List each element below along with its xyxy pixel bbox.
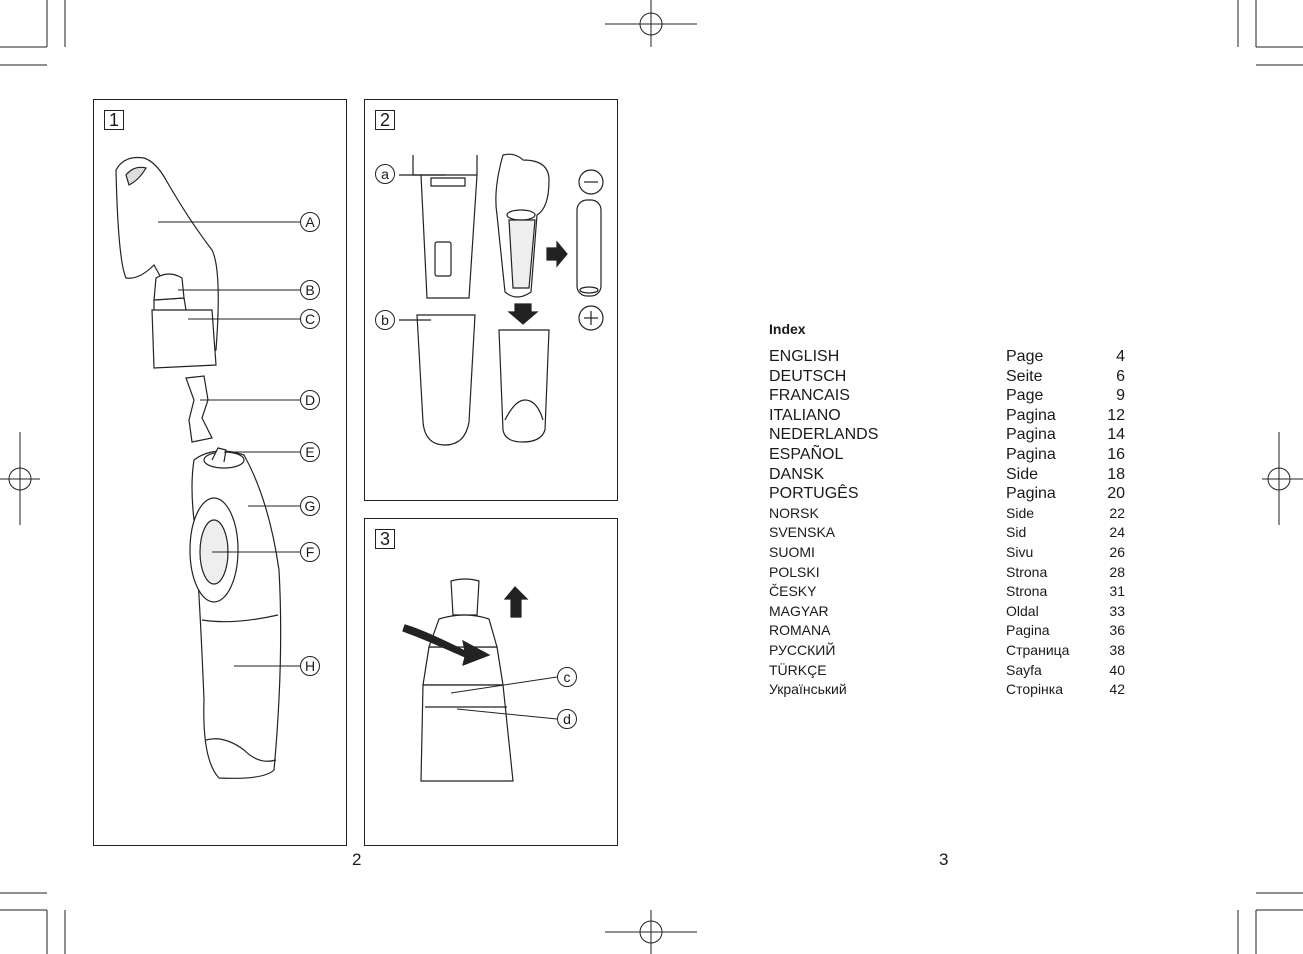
index-row: ROMANA Pagina 36 bbox=[769, 622, 1125, 642]
trimmer-exploded-drawing bbox=[115, 156, 300, 779]
language-name: ENGLISH bbox=[769, 348, 840, 365]
page-number: 9 bbox=[1116, 387, 1125, 405]
page-number: 36 bbox=[1109, 622, 1125, 639]
index-row: Український Сторінка 42 bbox=[769, 681, 1125, 701]
figure-2-panel: 2 a b bbox=[364, 99, 618, 501]
index-row: SUOMI Sivu 26 bbox=[769, 544, 1125, 564]
index-row: DANSK Side 18 bbox=[769, 466, 1125, 486]
page-number: 20 bbox=[1107, 485, 1125, 503]
page-word: Sivu bbox=[1006, 543, 1034, 560]
index-row: РУССКИЙ Страница 38 bbox=[769, 642, 1125, 662]
page-number: 22 bbox=[1109, 504, 1125, 521]
page-word: Strona bbox=[1006, 583, 1048, 600]
page-number-left: 2 bbox=[352, 850, 362, 869]
figure-1-number: 1 bbox=[104, 110, 124, 130]
language-name: FRANCAIS bbox=[769, 387, 850, 405]
page-number: 18 bbox=[1107, 465, 1125, 483]
page-word: Page bbox=[1006, 387, 1044, 405]
language-name: PORTUGÊS bbox=[769, 485, 859, 503]
index-row: DEUTSCH Seite 6 bbox=[769, 368, 1125, 388]
callout-a-housing: a bbox=[375, 164, 395, 184]
index-row: FRANCAIS Page 9 bbox=[769, 387, 1125, 407]
page-number: 12 bbox=[1107, 406, 1125, 424]
index-row: ČESKY Strona 31 bbox=[769, 583, 1125, 603]
language-name: POLSKI bbox=[769, 563, 820, 580]
callout-b-marker: b bbox=[375, 310, 395, 330]
figure-1-panel: 1 A B C D E G F H bbox=[93, 99, 347, 846]
callout-h-body: H bbox=[300, 656, 320, 676]
language-name: SVENSKA bbox=[769, 524, 836, 541]
index-row: NORSK Side 22 bbox=[769, 505, 1125, 525]
language-name: ESPAÑOL bbox=[769, 445, 844, 463]
page-number: 40 bbox=[1109, 661, 1125, 678]
index-row: POLSKI Strona 28 bbox=[769, 564, 1125, 584]
callout-f-switch: F bbox=[300, 542, 320, 562]
index-row: ESPAÑOL Pagina 16 bbox=[769, 446, 1125, 466]
language-name: DEUTSCH bbox=[769, 367, 847, 385]
page-word: Strona bbox=[1006, 563, 1048, 580]
index-row: NEDERLANDS Pagina 14 bbox=[769, 426, 1125, 446]
page-word: Page bbox=[1006, 348, 1044, 365]
index-row: ITALIANO Pagina 12 bbox=[769, 407, 1125, 427]
page-number: 16 bbox=[1107, 445, 1125, 463]
page-word: Sid bbox=[1006, 524, 1027, 541]
page-number: 38 bbox=[1109, 641, 1125, 658]
page-number: 4 bbox=[1116, 348, 1125, 365]
language-name: ČESKY bbox=[769, 583, 817, 600]
page-number: 26 bbox=[1109, 543, 1125, 560]
callout-d-blade: D bbox=[300, 390, 320, 410]
language-name: NEDERLANDS bbox=[769, 426, 879, 444]
callout-e-shaft: E bbox=[300, 442, 320, 462]
page-word: Sayfa bbox=[1006, 661, 1042, 678]
language-name: TÜRKÇE bbox=[769, 661, 827, 678]
callout-d-dot: d bbox=[557, 709, 577, 729]
index-row: SVENSKA Sid 24 bbox=[769, 524, 1125, 544]
page-number: 24 bbox=[1109, 524, 1125, 541]
index-title: Index bbox=[769, 321, 806, 337]
page-word: Oldal bbox=[1006, 602, 1039, 619]
page-number: 33 bbox=[1109, 602, 1125, 619]
callout-c-head: C bbox=[300, 309, 320, 329]
index-row: PORTUGÊS Pagina 20 bbox=[769, 485, 1125, 505]
page-word: Pagina bbox=[1006, 426, 1056, 444]
language-name: ROMANA bbox=[769, 622, 831, 639]
page-word: Страница bbox=[1006, 641, 1070, 658]
language-name: РУССКИЙ bbox=[769, 641, 836, 658]
head-removal-drawing bbox=[402, 578, 558, 782]
index-row: TÜRKÇE Sayfa 40 bbox=[769, 662, 1125, 682]
page-word: Сторінка bbox=[1006, 681, 1063, 698]
page-word: Side bbox=[1006, 504, 1035, 521]
page-word: Pagina bbox=[1006, 445, 1056, 463]
language-name: NORSK bbox=[769, 504, 819, 521]
page-number: 6 bbox=[1116, 367, 1125, 385]
page-word: Side bbox=[1006, 465, 1039, 483]
figure-2-number: 2 bbox=[375, 110, 395, 130]
page-word: Pagina bbox=[1006, 622, 1050, 639]
battery-insert-drawing bbox=[399, 153, 604, 446]
page-number: 14 bbox=[1107, 426, 1125, 444]
figure-3-number: 3 bbox=[375, 529, 395, 549]
language-name: MAGYAR bbox=[769, 602, 829, 619]
figure-3-panel: 3 c d bbox=[364, 518, 618, 846]
callout-g-grip: G bbox=[300, 496, 320, 516]
language-name: Український bbox=[769, 681, 847, 698]
page-number: 31 bbox=[1109, 583, 1125, 600]
page-word: Pagina bbox=[1006, 485, 1056, 503]
page-word: Seite bbox=[1006, 367, 1043, 385]
language-name: DANSK bbox=[769, 465, 825, 483]
page-number: 28 bbox=[1109, 563, 1125, 580]
index-row: MAGYAR Oldal 33 bbox=[769, 603, 1125, 623]
page-number: 42 bbox=[1109, 681, 1125, 698]
callout-b-cutter: B bbox=[300, 280, 320, 300]
page-word: Pagina bbox=[1006, 406, 1056, 424]
callout-a-cap: A bbox=[300, 212, 320, 232]
callout-c-line: c bbox=[557, 667, 577, 687]
language-name: ITALIANO bbox=[769, 406, 841, 424]
language-name: SUOMI bbox=[769, 543, 815, 560]
index-row: ENGLISH Page 4 bbox=[769, 348, 1125, 368]
page-number-right: 3 bbox=[939, 850, 949, 869]
